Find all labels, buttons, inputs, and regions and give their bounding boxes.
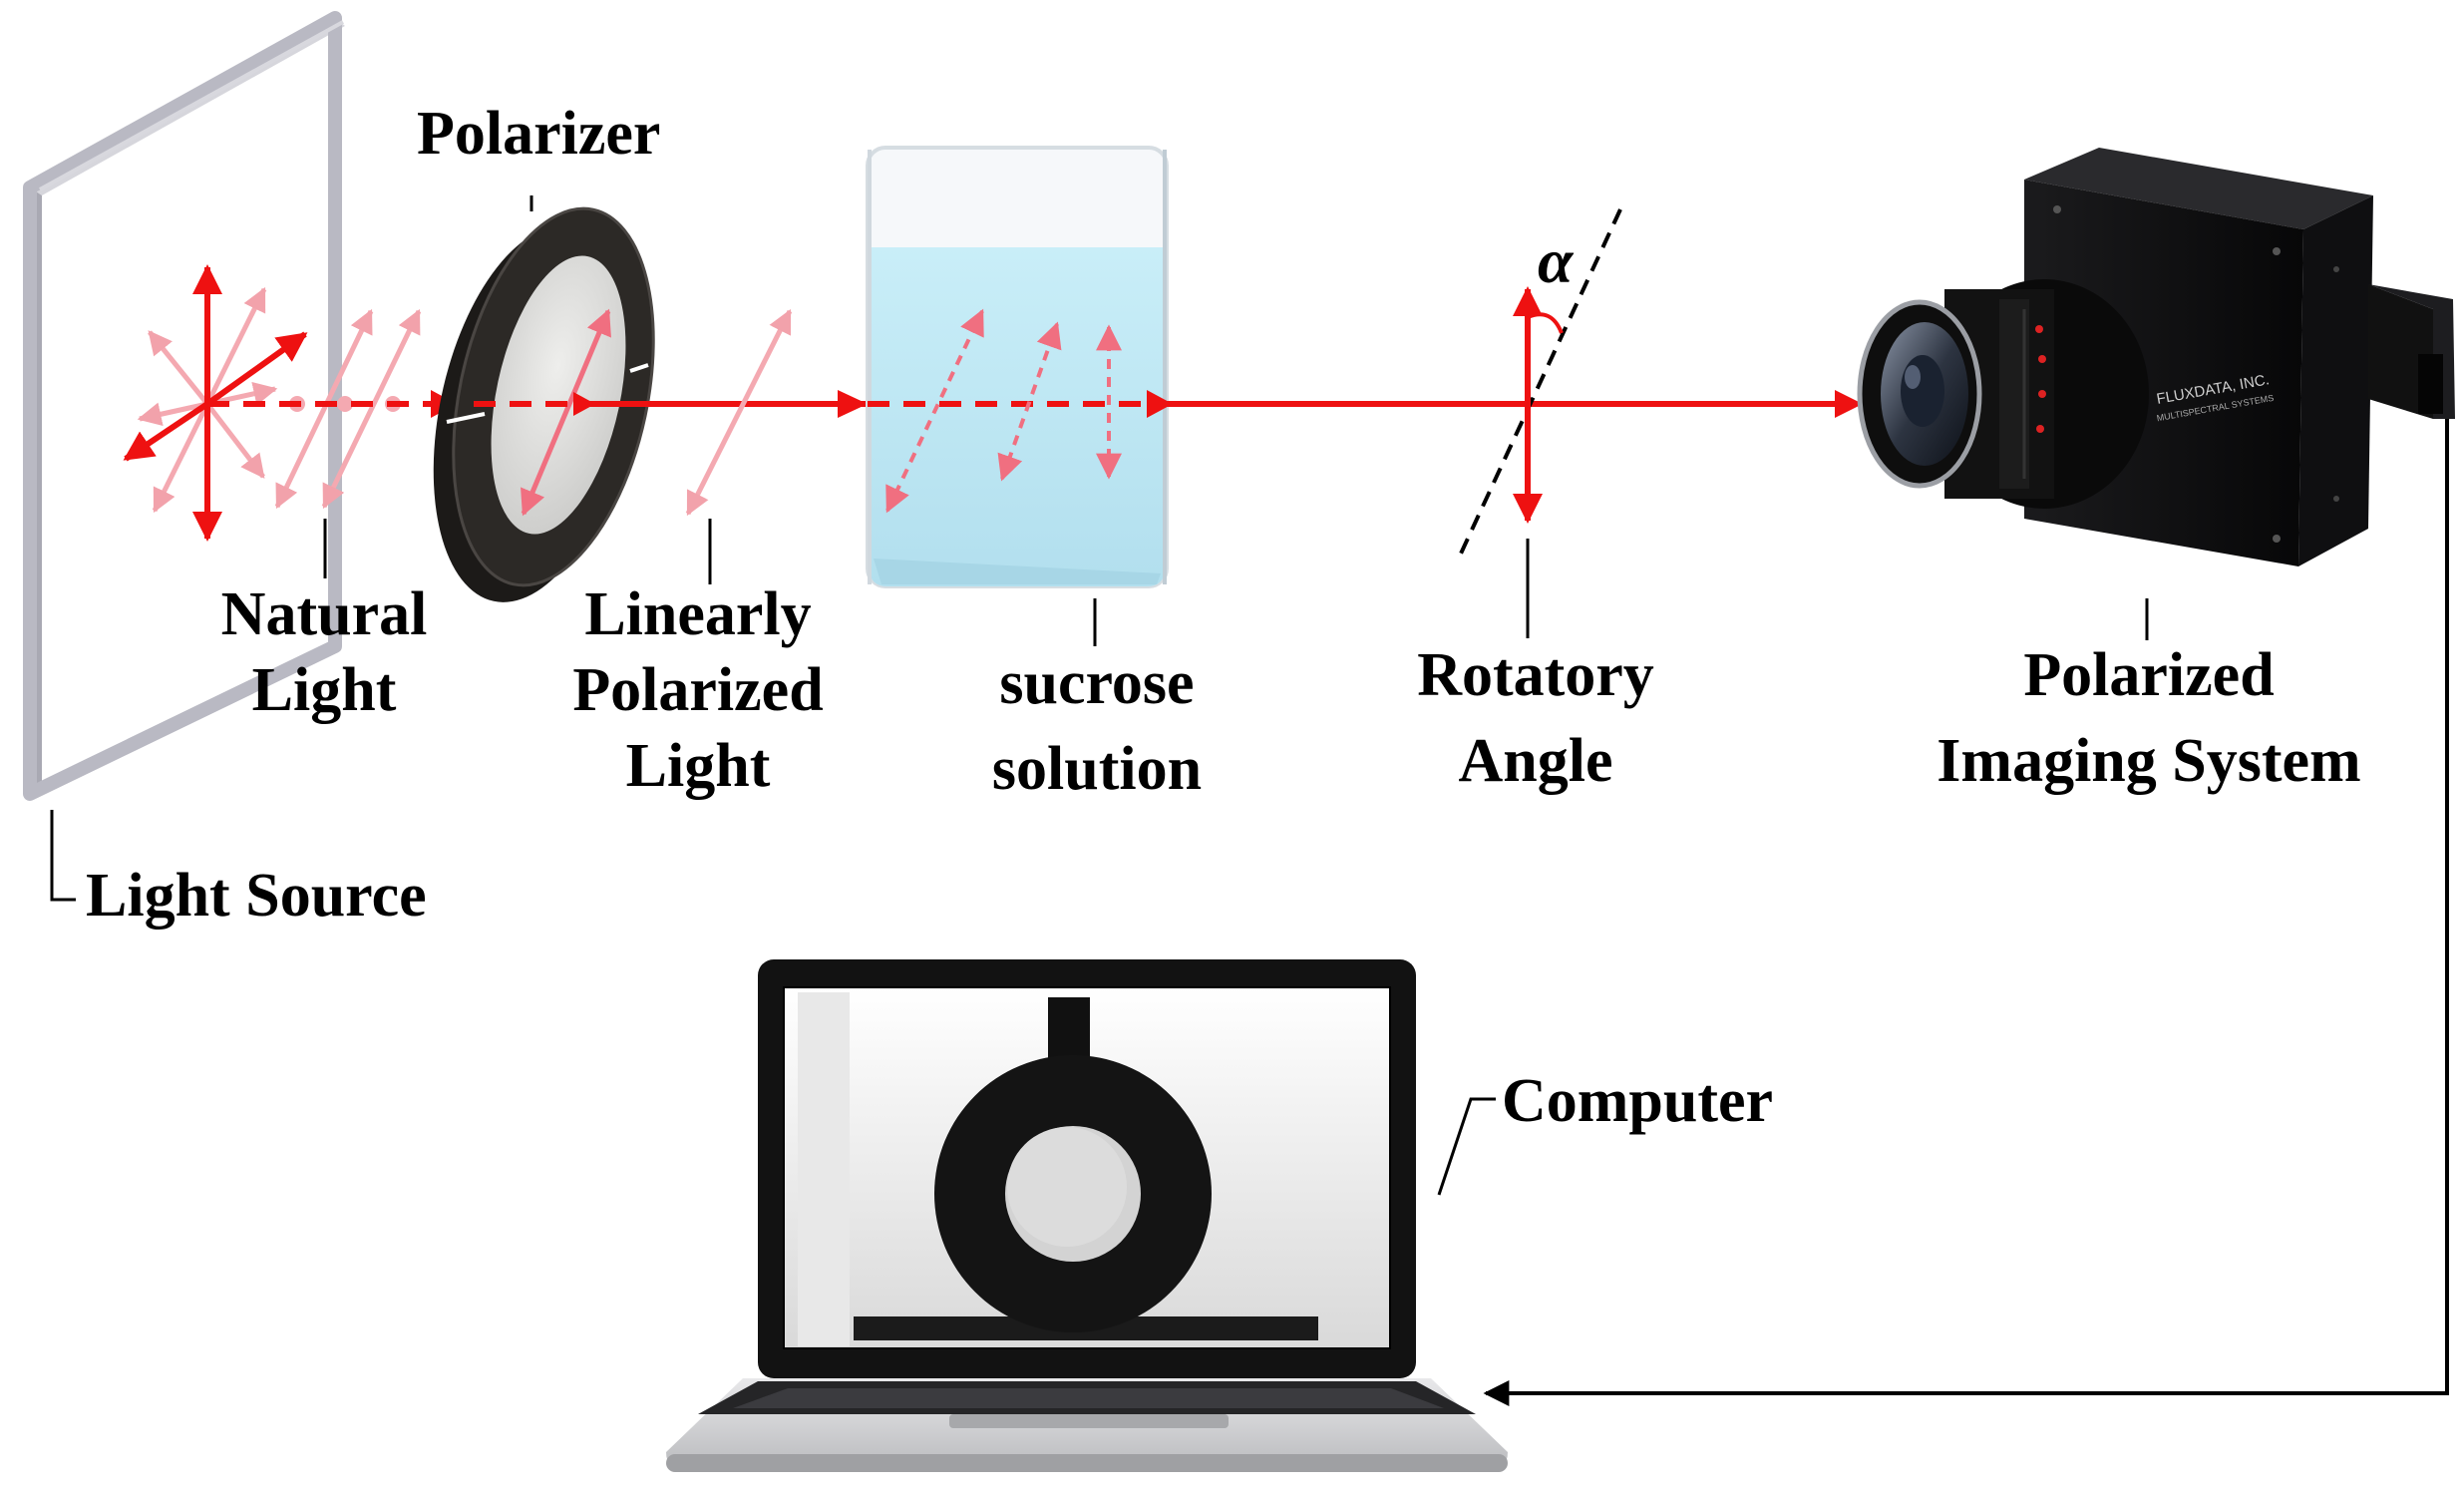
label-rotatory-angle: Rotatory Angle: [1386, 632, 1685, 804]
data-link-arrow: [1483, 419, 2449, 1406]
label-natural-light: Natural Light: [204, 576, 444, 728]
light-source-frame: [23, 11, 345, 801]
polarizer-axis-arrow: [521, 308, 611, 517]
sucrose-beaker: [866, 146, 1169, 588]
solution-arrow-1: [885, 308, 984, 514]
label-polarized-imaging-system: Polarized Imaging System: [1875, 632, 2423, 804]
label-linearly-polarized-light: Linearly Polarized Light: [558, 576, 838, 804]
label-rotatory-line1: Rotatory: [1417, 641, 1654, 709]
linearly-polarized-arrow: [685, 308, 793, 517]
label-rotatory-line2: Angle: [1458, 727, 1613, 795]
beam-arrowhead-5: [1835, 390, 1863, 418]
label-polarized-imaging-line2: Imaging System: [1936, 727, 2361, 795]
label-computer: Computer: [1502, 1067, 1774, 1135]
leader-lines: [50, 195, 2149, 1196]
label-sucrose-solution: sucrose solution: [957, 640, 1236, 812]
label-polarizer: Polarizer: [417, 100, 661, 168]
solution-arrow-2: [997, 321, 1062, 482]
beam-arrowhead-4: [1147, 390, 1173, 418]
label-natural-light-line1: Natural: [220, 580, 428, 648]
label-linearly-polarized-line3: Light: [625, 732, 771, 800]
camera-lens: [1857, 279, 2149, 509]
beam-arrowhead-2: [573, 392, 595, 416]
label-alpha: α: [1538, 225, 1574, 296]
label-linearly-polarized-line1: Linearly: [584, 580, 812, 648]
natural-light-star: [123, 264, 308, 542]
label-polarized-imaging-line1: Polarized: [2023, 641, 2275, 709]
label-light-source: Light Source: [86, 862, 427, 930]
laptop: [666, 959, 1508, 1472]
beam-arrowhead-3: [838, 390, 868, 418]
label-natural-light-line2: Light: [251, 656, 397, 724]
label-linearly-polarized-line2: Polarized: [572, 656, 824, 724]
label-sucrose-line1: sucrose: [999, 649, 1195, 717]
rotatory-angle-marker: [1459, 208, 1622, 555]
label-sucrose-line2: solution: [991, 735, 1203, 803]
